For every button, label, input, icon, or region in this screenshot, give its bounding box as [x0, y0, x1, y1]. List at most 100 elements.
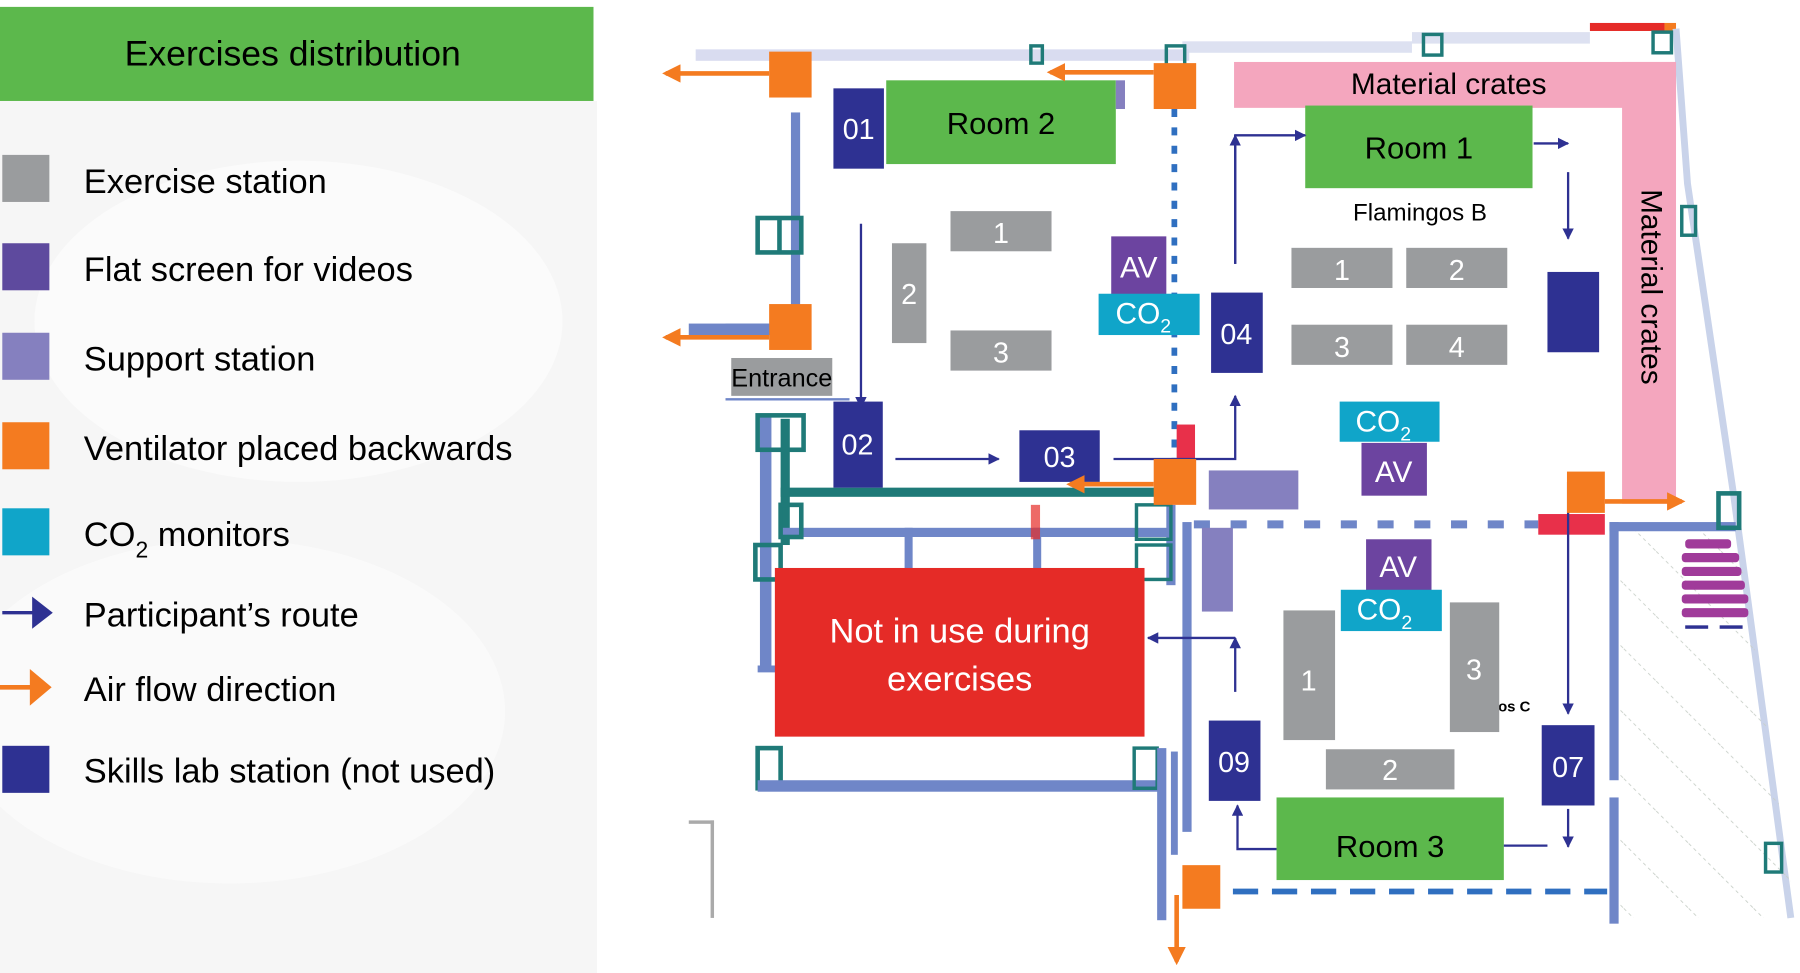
- skills-lab-station-02: [833, 401, 883, 488]
- ventilator-swatch-icon: [2, 422, 50, 470]
- room-1: Room 1: [1305, 105, 1533, 189]
- material-crates-label: Material crates: [1351, 68, 1547, 101]
- hatched-area: [1609, 527, 1797, 918]
- room-3: Room 3: [1276, 797, 1504, 881]
- co2-label: CO2: [1355, 405, 1411, 445]
- legend-label: Support station: [84, 341, 316, 379]
- ventilators: [662, 51, 1686, 966]
- legend-label: Ventilator placed backwards: [84, 430, 513, 468]
- station-number: 03: [1044, 442, 1076, 474]
- co2-monitor: [1339, 401, 1440, 442]
- legend-item-co2-monitor: CO2 monitors: [2, 508, 290, 563]
- skills-lab-station-04: [1211, 292, 1263, 373]
- station-number: 09: [1218, 747, 1250, 779]
- flat-screen-av: [1366, 539, 1432, 595]
- route-arrow: [1231, 804, 1277, 851]
- exercise-station: [950, 211, 1052, 252]
- skills-lab-station-unlabeled: [1547, 271, 1600, 353]
- av-label: AV: [1375, 456, 1413, 489]
- room3-exercise-stations: 1 2 3: [1283, 602, 1500, 790]
- legend-item-participant-route: Participant’s route: [2, 596, 359, 634]
- legend-label: Exercise station: [84, 163, 327, 201]
- exercise-station-number: 3: [1466, 654, 1482, 686]
- exercise-station-number: 3: [993, 338, 1009, 370]
- exercise-station: [1283, 610, 1336, 741]
- material-crates-side-label: Material crates: [1635, 189, 1668, 385]
- support-station-swatch-icon: [2, 332, 50, 380]
- skills-lab-station-07: [1541, 725, 1595, 806]
- exercise-station: [1291, 247, 1393, 288]
- exercise-station-number: 4: [1449, 332, 1465, 364]
- station-number: 07: [1552, 752, 1584, 784]
- title-banner-bg: [0, 6, 594, 101]
- legend-label: Flat screen for videos: [84, 251, 413, 289]
- skills-lab-station-09: [1208, 720, 1261, 801]
- support-station: [1208, 470, 1299, 510]
- legend-item-support-station: Support station: [2, 332, 316, 380]
- legend-item-flat-screen: Flat screen for videos: [2, 243, 413, 291]
- station-number: 01: [843, 114, 875, 146]
- material-crates-area: Material crates Material crates: [1234, 61, 1677, 504]
- exercise-station-number: 2: [901, 279, 917, 311]
- av-co2-room3: AV CO2: [1340, 539, 1442, 634]
- exercise-station: [1291, 324, 1393, 365]
- skills-lab-stations: 01 02 03 04 07 09: [833, 88, 1600, 806]
- station-number: 04: [1220, 319, 1252, 351]
- exercise-station-number: 2: [1449, 255, 1465, 287]
- legend-label: Air flow direction: [84, 671, 337, 709]
- page-title: Exercises distribution: [125, 33, 461, 73]
- flamingos-b-label: Flamingos B: [1353, 199, 1487, 226]
- co2-label: CO2: [1116, 298, 1172, 338]
- exercise-station-number: 1: [993, 218, 1009, 250]
- floor-plan: Material crates Material crates Room 2 R…: [662, 22, 1797, 966]
- co2-monitor: [1340, 589, 1442, 632]
- ventilator: [769, 51, 812, 98]
- legend-background: [0, 100, 597, 973]
- exercise-station-number: 1: [1301, 666, 1317, 698]
- support-station: [1201, 527, 1233, 612]
- not-in-use-area: Not in use during exercises: [774, 567, 1145, 737]
- av-co2-left: AV CO2: [1098, 236, 1200, 338]
- exercise-station: [1406, 247, 1508, 288]
- room-3-label: Room 3: [1336, 829, 1444, 864]
- not-in-use-label-line2: exercises: [887, 661, 1032, 699]
- room-2-label: Room 2: [947, 106, 1055, 141]
- legend-label: Skills lab station (not used): [84, 753, 495, 791]
- legend-item-exercise-station: Exercise station: [2, 154, 327, 202]
- ventilator: [769, 304, 812, 350]
- not-in-use-label-line1: Not in use during: [830, 613, 1090, 651]
- door-marker: [1538, 514, 1605, 535]
- skills-lab-swatch-icon: [2, 745, 50, 793]
- exercise-station-swatch-icon: [2, 154, 50, 202]
- exercise-station: [1325, 749, 1455, 790]
- skills-lab-station-01: [833, 88, 884, 169]
- flat-screen-av: [1111, 236, 1167, 297]
- co2-av-room1: CO2 AV: [1339, 401, 1440, 496]
- ventilator: [1182, 865, 1221, 909]
- room-1-label: Room 1: [1365, 130, 1473, 165]
- route-arrow-up-room1: [1229, 134, 1306, 264]
- airflow-arrow-icon: [0, 668, 52, 706]
- top-outer-wall: [695, 22, 1677, 61]
- exercise-station: [1406, 324, 1508, 365]
- exercise-station: [950, 330, 1052, 371]
- room1-exercise-stations: 1 2 3 4: [1291, 247, 1508, 365]
- legend-label: Participant’s route: [84, 596, 359, 634]
- exercise-station-number: 1: [1334, 255, 1350, 287]
- legend: Exercise station Flat screen for videos …: [0, 154, 513, 793]
- legend-item-air-flow: Air flow direction: [0, 668, 337, 709]
- door-marker: [1176, 424, 1196, 465]
- exercise-station-number: 2: [1382, 755, 1398, 787]
- route-arrow: [1234, 129, 1307, 264]
- exercise-station: [891, 243, 927, 344]
- skills-lab-station-03: [1019, 430, 1100, 482]
- entrance: Entrance: [725, 357, 850, 401]
- co2-monitor: [1098, 293, 1200, 336]
- av-label: AV: [1379, 551, 1417, 584]
- seating-cluster: [1681, 539, 1749, 629]
- flamingos-c-label: os C: [1498, 699, 1531, 715]
- flat-screen-swatch-icon: [2, 243, 50, 291]
- co2-monitor-swatch-icon: [2, 508, 50, 556]
- legend-item-skills-lab: Skills lab station (not used): [2, 745, 495, 793]
- entrance-label: Entrance: [731, 365, 832, 393]
